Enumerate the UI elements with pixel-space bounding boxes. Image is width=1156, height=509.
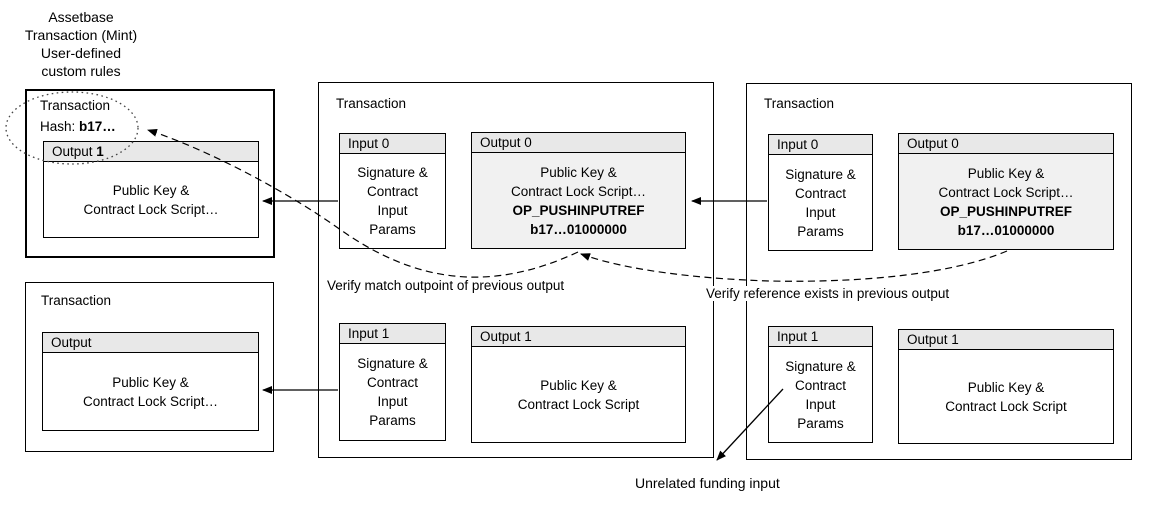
- output1-header: Output 1: [899, 330, 1113, 350]
- output0-header: Output 0: [899, 134, 1113, 154]
- middle-input1-box: Input 1 Signature & Contract Input Param…: [339, 323, 446, 441]
- output0-pushinputref-text: OP_PUSHINPUTREF b17…01000000: [939, 203, 1073, 238]
- unrelated-funding-label: Unrelated funding input: [635, 475, 780, 491]
- verify-reference-label: Verify reference exists in previous outp…: [706, 286, 950, 301]
- right-transaction-box: Transaction Input 0 Signature & Contract…: [746, 83, 1132, 460]
- output-index: 1: [96, 144, 104, 159]
- middle-output0-box: Output 0 Public Key & Contract Lock Scri…: [471, 132, 686, 249]
- output0-header: Output 0: [472, 133, 685, 153]
- middle-input0-box: Input 0 Signature & Contract Input Param…: [339, 133, 446, 249]
- mint-output-box: Output 1 Public Key & Contract Lock Scri…: [43, 141, 259, 238]
- right-input1-box: Input 1 Signature & Contract Input Param…: [768, 326, 873, 443]
- input1-header: Input 1: [769, 327, 872, 347]
- transaction-label: Transaction: [41, 293, 112, 308]
- mint-output-header: Output 1: [44, 142, 258, 162]
- hash-label: Hash:: [40, 119, 80, 134]
- output1-body: Public Key & Contract Lock Script: [945, 379, 1067, 414]
- output0-pushinputref-text: OP_PUSHINPUTREF b17…01000000: [512, 202, 645, 237]
- transaction-label: Transaction: [336, 96, 407, 111]
- output0-script-text: Public Key & Contract Lock Script…: [510, 164, 647, 199]
- hash-value: b17…: [79, 119, 116, 134]
- output0-script-text: Public Key & Contract Lock Script…: [938, 165, 1074, 200]
- output-title: Output: [52, 144, 97, 159]
- prev-transaction-box: Transaction Output Public Key & Contract…: [25, 282, 274, 452]
- right-output1-box: Output 1 Public Key & Contract Lock Scri…: [898, 329, 1114, 444]
- prev-output-body: Public Key & Contract Lock Script…: [82, 374, 219, 409]
- output1-body: Public Key & Contract Lock Script: [517, 377, 640, 412]
- prev-output-box: Output Public Key & Contract Lock Script…: [42, 332, 259, 431]
- prev-output-header: Output: [43, 333, 258, 353]
- mint-transaction-box: Transaction Hash: b17… Output 1 Public K…: [25, 89, 275, 258]
- input0-body: Signature & Contract Input Params: [357, 165, 428, 237]
- transaction-label: Transaction: [764, 96, 835, 111]
- output1-header: Output 1: [472, 327, 685, 347]
- middle-transaction-box: Transaction Input 0 Signature & Contract…: [318, 82, 714, 458]
- input0-body: Signature & Contract Input Params: [785, 166, 856, 239]
- input0-header: Input 0: [769, 135, 872, 155]
- hash-text: Hash: b17…: [40, 119, 116, 134]
- input1-body: Signature & Contract Input Params: [785, 358, 856, 431]
- transaction-label: Transaction: [40, 98, 111, 113]
- middle-output1-box: Output 1 Public Key & Contract Lock Scri…: [471, 326, 686, 443]
- input1-header: Input 1: [340, 324, 445, 344]
- mint-annotation: Assetbase Transaction (Mint) User-define…: [24, 9, 138, 79]
- output0-body: Public Key & Contract Lock Script… OP_PU…: [899, 154, 1113, 249]
- output0-body: Public Key & Contract Lock Script… OP_PU…: [472, 153, 685, 248]
- right-input0-box: Input 0 Signature & Contract Input Param…: [768, 134, 873, 251]
- mint-output-body: Public Key & Contract Lock Script…: [83, 182, 219, 217]
- verify-match-label: Verify match outpoint of previous output: [327, 278, 565, 293]
- right-output0-box: Output 0 Public Key & Contract Lock Scri…: [898, 133, 1114, 250]
- input0-header: Input 0: [340, 134, 445, 154]
- input1-body: Signature & Contract Input Params: [357, 356, 428, 428]
